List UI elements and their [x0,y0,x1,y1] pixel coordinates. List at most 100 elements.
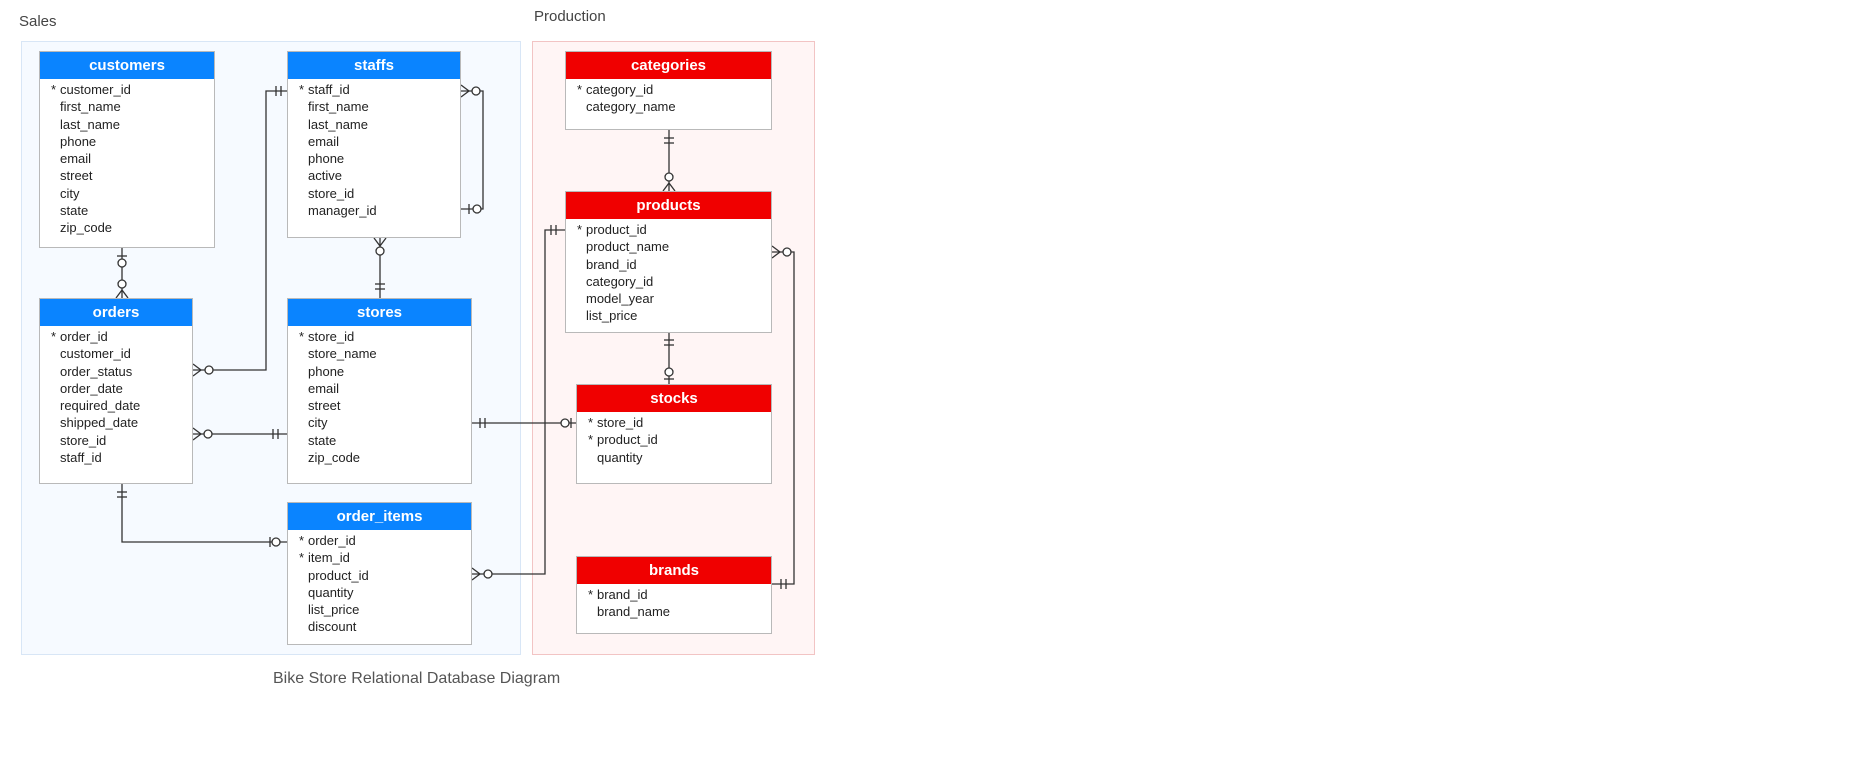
rel-customers-orders [115,248,129,299]
field-name: first_name [60,99,121,115]
field-name: shipped_date [60,415,139,431]
field-staffs-5: active [288,167,460,184]
field-name: last_name [60,116,120,132]
primary-key-marker: * [576,82,582,97]
field-orders-3: order_date [40,380,192,397]
field-staffs-1: first_name [288,98,460,115]
rel-staffs-orders [192,86,287,377]
field-products-2: brand_id [566,256,771,273]
field-name: category_name [586,99,676,115]
primary-key-marker: * [576,222,582,237]
primary-key-marker: * [587,415,593,430]
field-stores-3: email [288,380,471,397]
rel-stores-stocks [472,418,576,428]
field-products-5: list_price [566,307,771,324]
field-name: quantity [597,449,643,465]
primary-key-marker: * [298,82,304,97]
field-stocks-1: *product_id [577,431,771,448]
field-name: first_name [308,99,369,115]
field-customers-0: * customer_id [40,81,214,98]
rel-products-stocks [664,333,674,384]
field-stores-2: phone [288,363,471,380]
field-name: email [60,151,92,167]
field-name: active [308,168,342,184]
field-name: order_id [308,533,356,548]
field-stocks-2: quantity [577,449,771,466]
entity-stores-title: stores [288,299,471,326]
entity-customers-title: customers [40,52,214,79]
field-order_items-5: discount [288,618,471,635]
field-staffs-3: email [288,133,460,150]
field-name: required_date [60,398,141,414]
field-customers-5: street [40,167,214,184]
field-name: model_year [586,291,654,307]
field-name: discount [308,619,357,635]
field-products-4: model_year [566,290,771,307]
field-name: phone [308,151,345,167]
field-stores-4: street [288,397,471,414]
rel-stores-orders [192,427,287,441]
field-orders-5: shipped_date [40,414,192,431]
field-staffs-4: phone [288,150,460,167]
field-name: product_id [586,222,647,237]
field-name: email [308,380,340,396]
production-group-label: Production [534,8,606,25]
field-products-0: * product_id [566,221,771,238]
field-customers-7: state [40,202,214,219]
field-name: category_id [586,273,654,289]
field-brands-0: *brand_id [577,586,771,603]
entity-categories-title: categories [566,52,771,79]
entity-categories-fields: * category_id category_name [566,79,771,116]
entity-order_items-title: order_items [288,503,471,530]
field-name: state [308,432,337,448]
rel-brands-products [771,245,795,589]
field-name: list_price [586,308,638,324]
field-name: store_name [308,346,377,362]
field-order_items-2: product_id [288,567,471,584]
primary-key-marker: * [298,329,304,344]
field-customers-2: last_name [40,116,214,133]
field-name: category_id [586,82,654,97]
entity-categories: categories * category_id category_name [565,51,772,130]
field-order_items-1: *item_id [288,549,471,566]
field-name: brand_id [586,256,637,272]
rel-products-order_items [471,225,565,581]
primary-key-marker: * [587,587,593,602]
field-name: customer_id [60,82,131,97]
primary-key-marker: * [298,550,304,566]
primary-key-marker: * [50,329,56,344]
field-customers-8: zip_code [40,219,214,236]
diagram-caption: Bike Store Relational Database Diagram [273,670,561,687]
field-categories-1: category_name [566,98,771,115]
field-name: state [60,203,89,219]
field-customers-3: phone [40,133,214,150]
field-stores-1: store_name [288,345,471,362]
field-name: store_id [308,329,355,344]
rel-orders-order_items [117,484,287,547]
field-name: city [308,415,328,431]
entity-stocks-title: stocks [577,385,771,412]
rel-staffs-manager [460,84,484,214]
field-name: item_id [308,550,350,566]
field-name: customer_id [60,346,131,362]
field-name: list_price [308,602,360,618]
field-orders-6: store_id [40,432,192,449]
field-name: store_id [597,415,644,430]
field-orders-7: staff_id [40,449,192,466]
primary-key-marker: * [50,82,56,97]
field-products-3: category_id [566,273,771,290]
field-name: order_date [60,380,123,396]
field-name: order_id [60,329,108,344]
field-staffs-2: last_name [288,116,460,133]
field-name: street [60,168,93,184]
primary-key-marker: * [298,533,304,548]
